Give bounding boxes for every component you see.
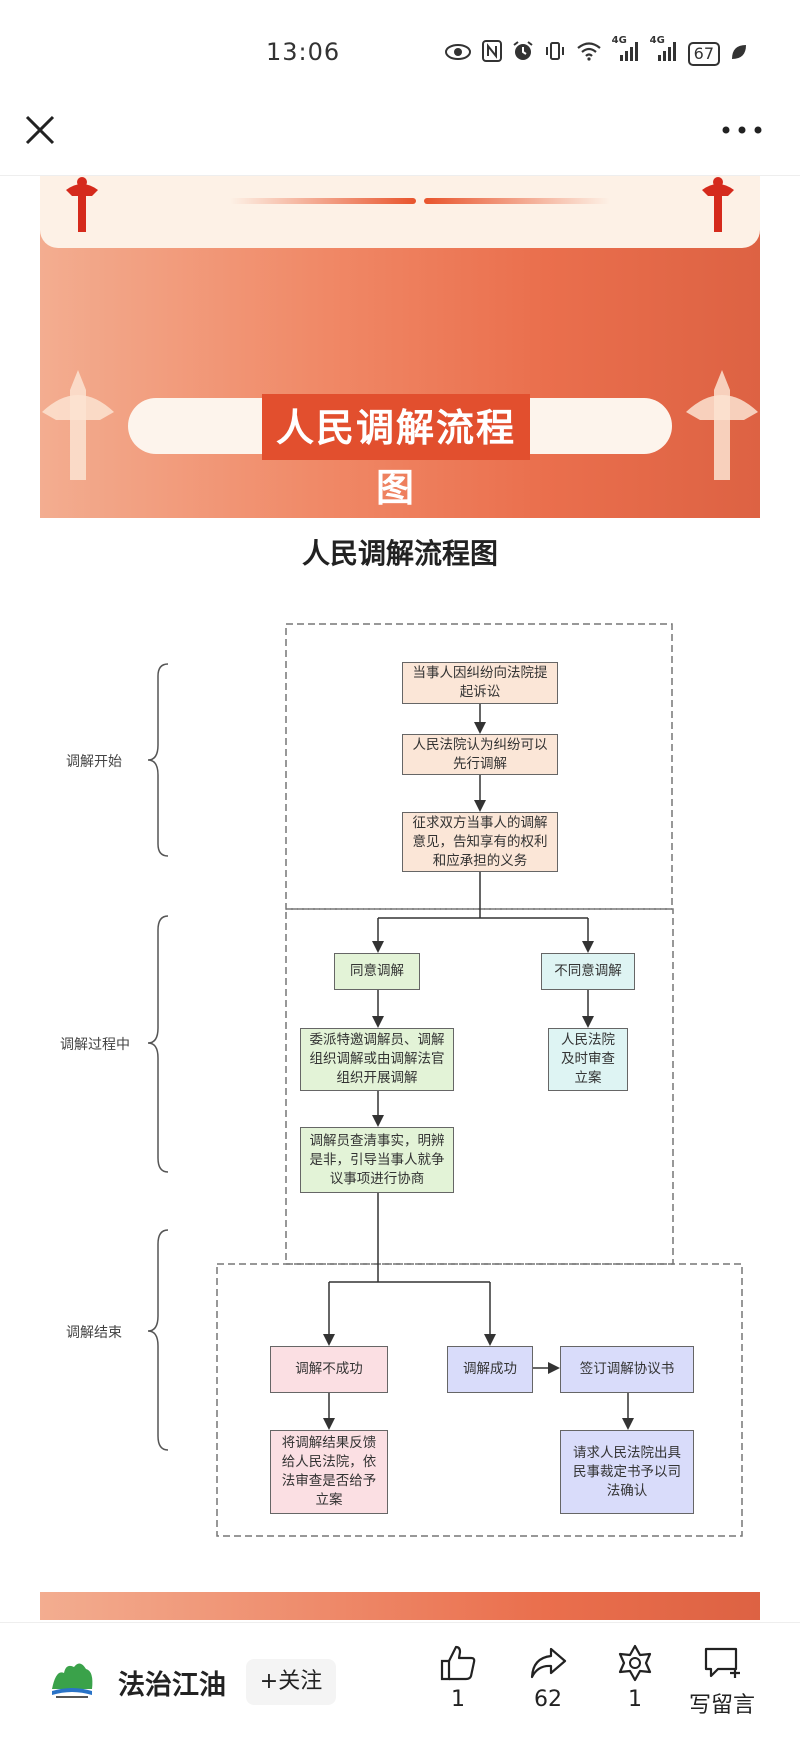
status-bar: 13:06 4G 4G 67 — [0, 0, 800, 100]
more-button[interactable] — [720, 118, 764, 142]
stage-box-end — [216, 1263, 743, 1537]
huabiao-icon — [702, 177, 734, 232]
collect-icon — [618, 1644, 652, 1682]
brace-end — [147, 1229, 169, 1451]
banner-deco-line — [230, 198, 416, 204]
huabiao-icon — [686, 370, 758, 480]
stage-label-end: 调解结束 — [66, 1325, 122, 1341]
node-disagree: 不同意调解 — [541, 953, 635, 990]
comment-label: 写留言 — [688, 1693, 755, 1718]
leaf-icon — [730, 42, 748, 66]
account-name[interactable]: 法治江油 — [118, 1670, 226, 1701]
node-file-case: 人民法院及时审查立案 — [548, 1028, 628, 1091]
network-type-label: 4G — [611, 35, 627, 46]
stage-label-middle: 调解过程中 — [60, 1037, 130, 1053]
signal-icon: 4G — [612, 35, 640, 66]
node-court-first: 人民法院认为纠纷可以先行调解 — [402, 734, 558, 775]
banner-image: 人民调解流程图 — [40, 176, 760, 518]
flowchart-connectors — [147, 623, 743, 1537]
banner-top-band — [40, 176, 760, 248]
banner-bottom-strip — [40, 1592, 760, 1620]
node-confirm: 请求人民法院出具民事裁定书予以司法确认 — [560, 1430, 694, 1514]
page-title: 人民调解流程图 — [0, 532, 800, 572]
network-type-label: 4G — [649, 35, 665, 46]
banner-title-background — [262, 394, 530, 460]
flowchart: 调解开始 调解过程中 调解结束 当事人因纠纷向法院提起诉讼 人民法院认为纠纷可以… — [0, 600, 800, 1560]
wifi-icon — [576, 41, 602, 66]
close-button[interactable] — [22, 112, 58, 148]
more-icon — [722, 126, 762, 134]
node-agree: 同意调解 — [334, 953, 420, 990]
node-fail: 调解不成功 — [270, 1346, 388, 1393]
collect-count: 1 — [628, 1687, 642, 1712]
node-solicit: 征求双方当事人的调解意见，告知享有的权利和应承担的义务 — [402, 812, 558, 872]
share-icon — [530, 1647, 567, 1679]
signal-icon: 4G — [650, 35, 678, 66]
alarm-icon — [512, 40, 534, 67]
comment-button[interactable]: 写留言 — [682, 1643, 762, 1719]
page-title-text: 人民调解流程图 — [301, 537, 498, 570]
collect-button[interactable]: 1 — [595, 1643, 675, 1712]
node-success: 调解成功 — [447, 1346, 533, 1393]
battery-icon: 67 — [687, 41, 720, 66]
status-icons: 4G 4G 67 — [444, 35, 748, 67]
close-icon — [25, 115, 55, 145]
stage-label-start: 调解开始 — [66, 754, 122, 770]
banner-title: 人民调解流程图 — [275, 406, 516, 510]
brace-middle — [147, 915, 169, 1173]
share-button[interactable]: 62 — [508, 1643, 588, 1712]
brace-start — [147, 663, 169, 857]
action-bar: 法治江油 +关注 1 62 1 写留言 — [0, 1622, 800, 1737]
huabiao-icon — [42, 370, 114, 480]
share-count: 62 — [534, 1687, 562, 1712]
node-investigate: 调解员查清事实，明辨是非，引导当事人就争议事项进行协商 — [300, 1127, 454, 1193]
like-count: 1 — [451, 1687, 465, 1712]
account-logo[interactable] — [46, 1655, 98, 1707]
like-button[interactable]: 1 — [418, 1643, 498, 1712]
follow-button[interactable]: +关注 — [246, 1659, 336, 1705]
node-sign: 签订调解协议书 — [560, 1346, 694, 1393]
node-assign: 委派特邀调解员、调解组织调解或由调解法官组织开展调解 — [300, 1028, 454, 1091]
node-feedback: 将调解结果反馈给人民法院，依法审查是否给予立案 — [270, 1430, 388, 1514]
nfc-icon — [481, 40, 502, 67]
nav-bar — [0, 100, 800, 176]
banner-deco-line — [424, 198, 610, 204]
comment-icon — [704, 1647, 740, 1678]
thumbs-up-icon — [440, 1645, 476, 1681]
node-apply: 当事人因纠纷向法院提起诉讼 — [402, 662, 558, 704]
huabiao-icon — [66, 177, 98, 232]
status-time: 13:06 — [266, 38, 341, 66]
vibrate-icon — [544, 40, 566, 67]
eye-icon — [444, 42, 472, 66]
